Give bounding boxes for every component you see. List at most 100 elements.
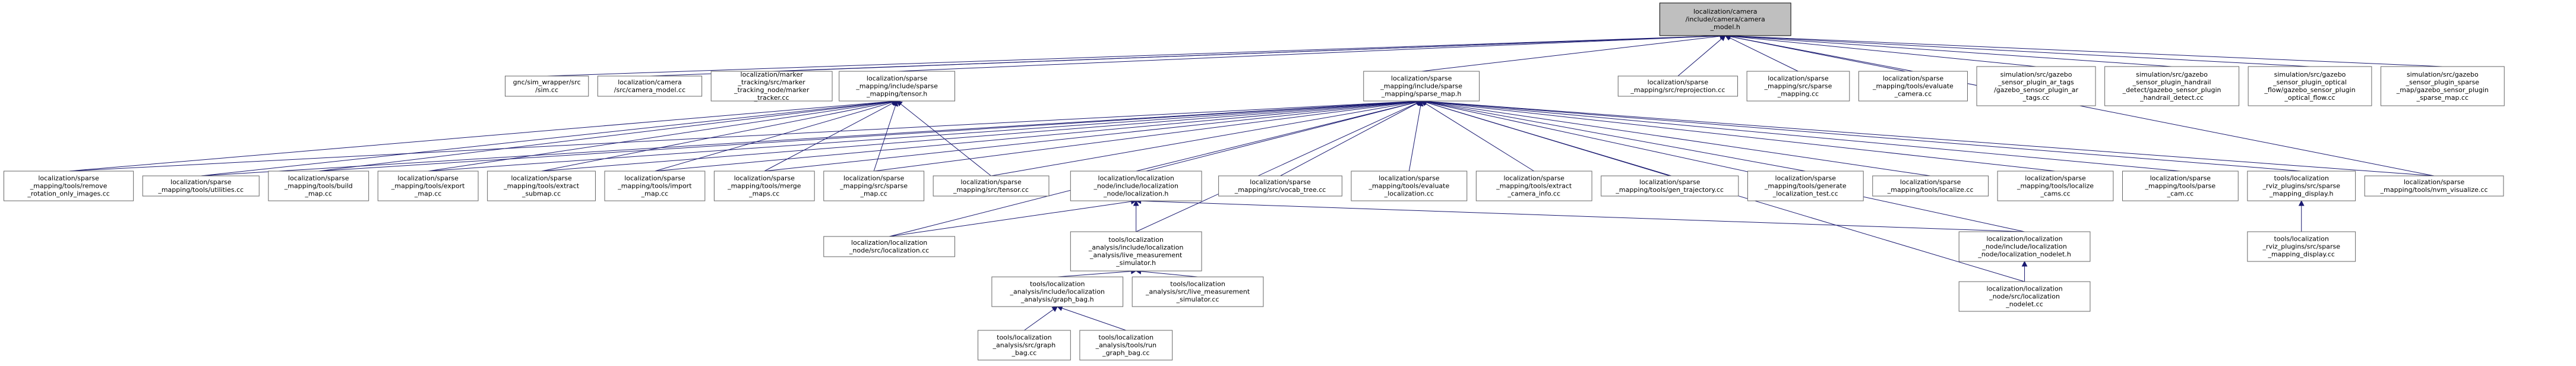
node-box[interactable] bbox=[1351, 171, 1468, 201]
graph-node[interactable]: localization/sparse_mapping/tools/extrac… bbox=[1475, 171, 1592, 201]
node-label-line: _camera_info.cc bbox=[1507, 190, 1560, 198]
node-label-line: _analysis/src/graph bbox=[993, 342, 1056, 349]
graph-node[interactable]: localization/sparse_mapping/tools/nvm_vi… bbox=[2364, 175, 2504, 197]
graph-node[interactable]: localization/sparse_mapping/tools/evalua… bbox=[1858, 71, 1968, 102]
graph-node[interactable]: localization/marker_tracking/src/marker_… bbox=[710, 71, 833, 102]
node-box[interactable] bbox=[1747, 171, 1864, 201]
graph-node[interactable]: localization/sparse_mapping/tools/evalua… bbox=[1351, 171, 1468, 201]
node-box[interactable] bbox=[142, 175, 260, 197]
node-box[interactable] bbox=[1997, 171, 2114, 201]
graph-node[interactable]: tools/localization_analysis/include/loca… bbox=[991, 276, 1124, 307]
node-box[interactable] bbox=[1617, 75, 1739, 97]
graph-node[interactable]: localization/localization_node/include/l… bbox=[1958, 231, 2091, 262]
graph-node[interactable]: localization/sparse_mapping/tools/import… bbox=[604, 171, 706, 201]
graph-node[interactable]: localization/sparse_mapping/tools/locali… bbox=[1872, 175, 1989, 197]
root-node-box[interactable] bbox=[1659, 2, 1791, 36]
graph-node[interactable]: localization/localization_node/include/l… bbox=[1070, 171, 1202, 201]
graph-node[interactable]: localization/sparse_mapping/src/reprojec… bbox=[1617, 75, 1739, 97]
graph-node[interactable]: tools/localization_rviz_plugins/src/spar… bbox=[2247, 171, 2356, 201]
graph-node[interactable]: localization/sparse_mapping/tools/merge_… bbox=[713, 171, 815, 201]
node-box[interactable] bbox=[3, 171, 134, 201]
graph-node[interactable]: localization/sparse_mapping/tools/utilit… bbox=[142, 175, 260, 197]
node-label-line: localization/sparse bbox=[960, 178, 1022, 186]
node-box[interactable] bbox=[991, 276, 1124, 307]
node-label-line: _rotation_only_images.cc bbox=[27, 190, 110, 198]
node-box[interactable] bbox=[1976, 66, 2096, 106]
dependency-edge bbox=[655, 102, 893, 172]
graph-node[interactable]: simulation/src/gazebo_sensor_plugin_spar… bbox=[2380, 66, 2505, 106]
node-box[interactable] bbox=[1746, 71, 1850, 102]
node-box[interactable] bbox=[487, 171, 596, 201]
node-label-line: localization/camera bbox=[618, 78, 682, 86]
graph-node[interactable]: localization/camera/src/camera_model.cc bbox=[597, 75, 703, 97]
node-label-line: _mapping/tools/generate bbox=[1764, 182, 1847, 190]
node-box[interactable] bbox=[978, 330, 1071, 361]
node-box[interactable] bbox=[2248, 66, 2372, 106]
node-label-line: _sparse_map.cc bbox=[2416, 94, 2469, 102]
node-box[interactable] bbox=[597, 75, 703, 97]
graph-node[interactable]: localization/sparse_mapping/tools/build_… bbox=[268, 171, 369, 201]
node-box[interactable] bbox=[1131, 276, 1264, 307]
node-box[interactable] bbox=[2247, 171, 2356, 201]
node-box[interactable] bbox=[823, 171, 925, 201]
graph-node[interactable]: simulation/src/gazebo_sensor_plugin_ar_t… bbox=[1976, 66, 2096, 106]
node-label-line: _mapping/include/sparse bbox=[1380, 83, 1462, 90]
graph-node[interactable]: localization/sparse_mapping/tools/gen_tr… bbox=[1601, 175, 1739, 197]
graph-node[interactable]: localization/sparse_mapping/include/spar… bbox=[1363, 71, 1480, 102]
node-box[interactable] bbox=[1858, 71, 1968, 102]
graph-node[interactable]: localization/sparse_mapping/src/vocab_tr… bbox=[1218, 175, 1342, 197]
graph-node[interactable]: localization/sparse_mapping/include/spar… bbox=[839, 71, 956, 102]
node-box[interactable] bbox=[2247, 231, 2356, 262]
node-label-line: tools/localization bbox=[2274, 235, 2329, 243]
node-label-line: localization/localization bbox=[1986, 285, 2062, 293]
node-box[interactable] bbox=[710, 71, 833, 102]
graph-node[interactable]: tools/localization_analysis/tools/run_gr… bbox=[1079, 330, 1173, 361]
graph-node[interactable]: localization/sparse_mapping/tools/locali… bbox=[1997, 171, 2114, 201]
graph-node[interactable]: simulation/src/gazebo_sensor_plugin_hand… bbox=[2104, 66, 2240, 106]
graph-node[interactable]: tools/localization_analysis/src/graph_ba… bbox=[978, 330, 1071, 361]
graph-node[interactable]: localization/sparse_mapping/tools/remove… bbox=[3, 171, 134, 201]
graph-node[interactable]: tools/localization_rviz_plugins/src/spar… bbox=[2247, 231, 2356, 262]
node-box[interactable] bbox=[604, 171, 706, 201]
graph-node[interactable]: localization/sparse_mapping/src/sparse_m… bbox=[823, 171, 925, 201]
node-label-line: localization/localization bbox=[1098, 175, 1174, 182]
node-box[interactable] bbox=[2380, 66, 2505, 106]
graph-node[interactable]: localization/sparse_mapping/tools/extrac… bbox=[487, 171, 596, 201]
dependency-edge bbox=[655, 101, 1417, 172]
node-box[interactable] bbox=[1218, 175, 1342, 197]
graph-node[interactable]: localization/camera/include/camera/camer… bbox=[1659, 2, 1791, 36]
graph-node[interactable]: localization/sparse_mapping/tools/parse_… bbox=[2122, 171, 2239, 201]
node-box[interactable] bbox=[505, 75, 589, 97]
node-box[interactable] bbox=[377, 171, 479, 201]
graph-node[interactable]: localization/sparse_mapping/tools/export… bbox=[377, 171, 479, 201]
node-box[interactable] bbox=[933, 175, 1050, 197]
graph-node[interactable]: tools/localization_analysis/include/loca… bbox=[1070, 231, 1202, 272]
node-box[interactable] bbox=[2104, 66, 2240, 106]
node-box[interactable] bbox=[1070, 231, 1202, 272]
graph-node[interactable]: localization/sparse_mapping/tools/genera… bbox=[1747, 171, 1864, 201]
node-box[interactable] bbox=[2364, 175, 2504, 197]
node-box[interactable] bbox=[713, 171, 815, 201]
graph-node[interactable]: localization/sparse_mapping/src/tensor.c… bbox=[933, 175, 1050, 197]
node-box[interactable] bbox=[1958, 281, 2091, 312]
node-box[interactable] bbox=[1958, 231, 2091, 262]
node-box[interactable] bbox=[1070, 171, 1202, 201]
graph-node[interactable]: simulation/src/gazebo_sensor_plugin_opti… bbox=[2248, 66, 2372, 106]
node-label-line: localization/sparse bbox=[1503, 175, 1564, 182]
node-box[interactable] bbox=[1872, 175, 1989, 197]
node-box[interactable] bbox=[2122, 171, 2239, 201]
graph-node[interactable]: localization/localization_node/src/local… bbox=[1958, 281, 2091, 312]
dependency-edge bbox=[1024, 309, 1054, 331]
node-box[interactable] bbox=[839, 71, 956, 102]
graph-node[interactable]: localization/localization_node/src/local… bbox=[823, 236, 956, 257]
node-box[interactable] bbox=[823, 236, 956, 257]
node-box[interactable] bbox=[1363, 71, 1480, 102]
node-box[interactable] bbox=[1079, 330, 1173, 361]
node-label-line: _node/localization.h bbox=[1103, 190, 1168, 198]
graph-node[interactable]: gnc/sim_wrapper/src/sim.cc bbox=[505, 75, 589, 97]
node-box[interactable] bbox=[1475, 171, 1592, 201]
graph-node[interactable]: tools/localization_analysis/src/live_mea… bbox=[1131, 276, 1264, 307]
node-box[interactable] bbox=[268, 171, 369, 201]
node-box[interactable] bbox=[1601, 175, 1739, 197]
graph-node[interactable]: localization/sparse_mapping/src/sparse_m… bbox=[1746, 71, 1850, 102]
